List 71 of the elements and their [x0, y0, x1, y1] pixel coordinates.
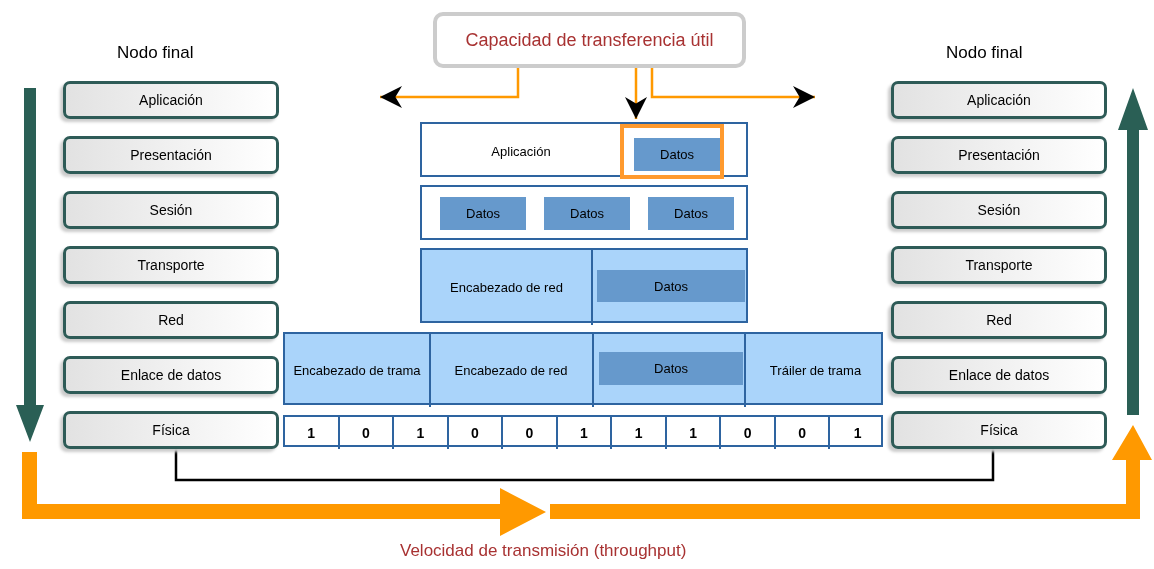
highlight-box	[620, 124, 724, 179]
header-label: Encabezado de trama	[293, 363, 421, 378]
bit-value: 0	[743, 425, 752, 441]
data-block	[440, 197, 526, 230]
bit-value: 1	[689, 425, 697, 441]
layer-name: Presentación	[130, 147, 212, 163]
bit-row	[283, 415, 883, 447]
layer-name: Física	[980, 422, 1018, 438]
data-label: Datos	[654, 361, 688, 376]
layer-name: Sesión	[977, 202, 1021, 218]
header-label: Encabezado de red	[454, 363, 568, 378]
frame-row	[283, 332, 883, 405]
data-label: Datos	[466, 206, 500, 221]
layer-box	[891, 411, 1107, 449]
arrow	[380, 68, 520, 108]
layer-box	[891, 356, 1107, 394]
data-block	[544, 197, 630, 230]
layer-box	[63, 81, 279, 119]
arrow	[650, 68, 815, 108]
layer-name: Aplicación	[967, 92, 1031, 108]
heading: Nodo final	[946, 43, 1023, 63]
layer-name: Aplicación	[139, 92, 203, 108]
layer-name: Enlace de datos	[948, 367, 1050, 383]
callout-text: Capacidad de transferencia útil	[465, 29, 714, 51]
layer-box	[63, 356, 279, 394]
layer-name: Aplicación	[491, 144, 551, 159]
layer-box	[891, 301, 1107, 339]
data-label: Datos	[570, 206, 604, 221]
layer-box	[63, 246, 279, 284]
layer-box	[63, 136, 279, 174]
layer-name: Red	[986, 312, 1012, 328]
layer-box	[891, 246, 1107, 284]
connector-line	[174, 449, 995, 482]
layer-name: Transporte	[965, 257, 1033, 273]
callout-box	[433, 12, 746, 68]
data-label: Datos	[674, 206, 708, 221]
bit-value: 0	[525, 425, 534, 441]
bit-value: 0	[798, 425, 807, 441]
data-block	[597, 270, 745, 302]
arrow	[625, 68, 647, 119]
caption: Velocidad de transmisión (throughput)	[400, 541, 687, 561]
data-block	[648, 197, 734, 230]
layer-box	[891, 81, 1107, 119]
frame-row	[420, 185, 748, 240]
bit-value: 0	[361, 425, 370, 441]
layer-name: Red	[158, 312, 184, 328]
bit-value: 1	[307, 425, 316, 441]
data-label: Datos	[654, 278, 688, 294]
trailer-label: Tráiler de trama	[769, 363, 862, 378]
data-block	[599, 352, 743, 385]
layer-box	[891, 191, 1107, 229]
layer-box	[891, 136, 1107, 174]
layer-name: Física	[152, 422, 190, 438]
layer-box	[63, 301, 279, 339]
bit-value: 0	[471, 425, 479, 441]
layer-box	[63, 191, 279, 229]
bit-value: 1	[853, 425, 862, 441]
frame-row	[420, 248, 748, 323]
frame-row	[420, 122, 748, 177]
data-label: Datos	[660, 147, 694, 162]
layer-box	[63, 411, 279, 449]
heading: Nodo final	[117, 43, 194, 63]
bit-value: 1	[416, 425, 425, 441]
layer-name: Sesión	[149, 202, 193, 218]
layer-name: Transporte	[137, 257, 205, 273]
bit-value: 1	[634, 425, 643, 441]
layer-name: Presentación	[958, 147, 1040, 163]
data-block	[634, 138, 720, 171]
layer-name: Enlace de datos	[120, 367, 222, 383]
header-label: Encabezado de red	[450, 280, 563, 295]
bit-value: 1	[580, 425, 588, 441]
